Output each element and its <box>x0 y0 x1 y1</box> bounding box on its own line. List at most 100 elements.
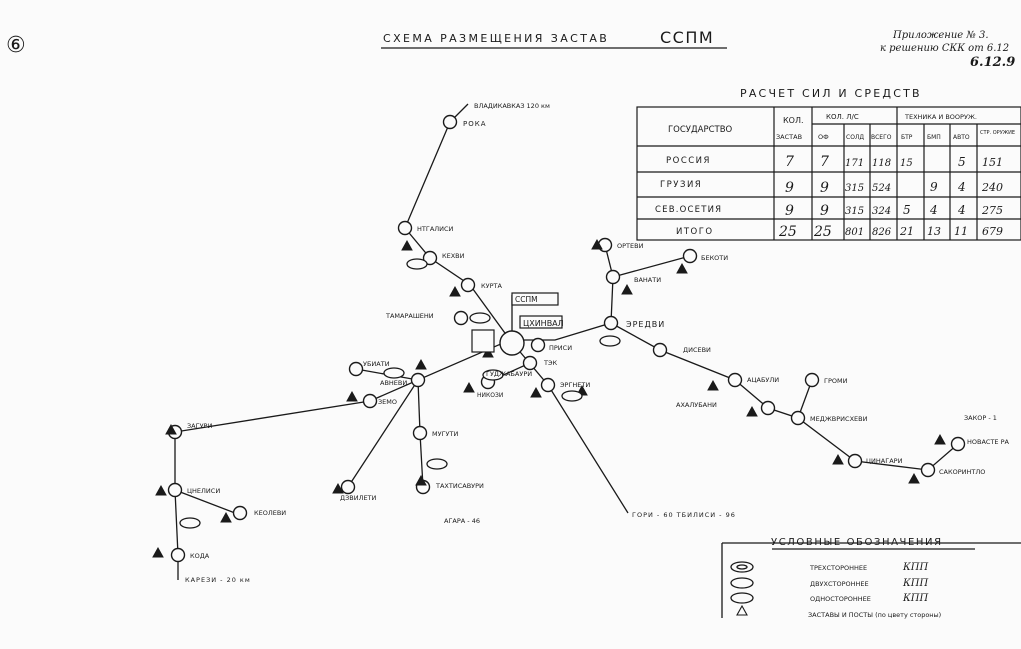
label-gori: ГОРИ - 60 ТБИЛИСИ - 96 <box>632 511 736 519</box>
town-tskhinvali <box>499 330 525 356</box>
svg-text:5: 5 <box>903 203 911 217</box>
town-sakorintlo <box>920 462 936 478</box>
table-sub-avto: АВТО <box>953 134 970 141</box>
checkpoint-markers <box>179 258 621 529</box>
label-avnevi: АВНЕВИ <box>380 379 407 387</box>
town-tek <box>522 355 538 371</box>
svg-text:679: 679 <box>982 225 1003 238</box>
label-zaguri: ЗАГУРИ <box>187 422 212 430</box>
table-row: СЕВ.ОСЕТИЯ 9 9 315 324 5 4 4 275 <box>655 203 1003 219</box>
table-sub-btr: БТР <box>901 134 913 141</box>
forces-table <box>636 106 1021 241</box>
label-eredvi: ЭРЕДВИ <box>626 320 665 329</box>
svg-text:9: 9 <box>930 180 938 194</box>
town-medzhvriskhevi <box>790 410 806 426</box>
label-kurta: КУРТА <box>481 282 502 290</box>
label-keolevi: КЕОЛЕВИ <box>254 509 286 517</box>
svg-text:524: 524 <box>872 183 891 194</box>
svg-text:826: 826 <box>872 227 892 238</box>
label-gudzhabauri: ГУДЖАБАУРИ <box>486 370 532 378</box>
table-head-ls: КОЛ. Л/С <box>826 113 859 121</box>
svg-text:151: 151 <box>982 156 1003 169</box>
svg-text:7: 7 <box>820 154 829 170</box>
svg-text:СЕВ.ОСЕТИЯ: СЕВ.ОСЕТИЯ <box>655 205 722 215</box>
sspm-flag <box>471 292 563 353</box>
svg-text:11: 11 <box>954 225 968 238</box>
svg-text:275: 275 <box>981 204 1003 217</box>
legend-item-suffix: КПП <box>902 578 928 589</box>
label-sakorintlo: САКОРИНТЛО <box>939 468 985 476</box>
town-koda <box>170 547 186 563</box>
legend: УСЛОВНЫЕ ОБОЗНАЧЕНИЯ ТРЕХСТОРОННЕЕ КПП Д… <box>721 537 1021 619</box>
label-prisi: ПРИСИ <box>549 344 572 352</box>
label-kehvi: КЕХВИ <box>442 252 465 260</box>
label-sspm: ССПМ <box>515 295 538 304</box>
svg-text:240: 240 <box>981 181 1003 194</box>
label-vanati: ВАНАТИ <box>634 276 661 284</box>
appendix-note: Приложение № 3. <box>892 30 989 41</box>
svg-text:324: 324 <box>872 206 891 217</box>
page-title: СХЕМА РАЗМЕЩЕНИЯ ЗАСТАВ <box>383 32 609 45</box>
road-network <box>174 103 959 580</box>
decision-note: к решению СКК от 6.12 <box>880 43 1009 54</box>
town-tsnelisi <box>167 482 183 498</box>
legend-item-label: ДВУХСТОРОННЕЕ <box>810 580 869 588</box>
town-avnevi <box>410 372 426 388</box>
svg-text:15: 15 <box>900 158 913 169</box>
label-muguti: МУГУТИ <box>432 430 458 438</box>
table-head-country: ГОСУДАРСТВО <box>668 125 733 135</box>
table-sub-bmp: БМП <box>927 134 941 141</box>
town-disevi <box>652 342 668 358</box>
label-ubiati: УБИАТИ <box>363 360 390 368</box>
label-disevi: ДИСЕВИ <box>683 346 711 354</box>
svg-text:4: 4 <box>929 203 938 217</box>
town-prisi <box>530 337 546 353</box>
town-ntgalisi <box>397 220 413 236</box>
svg-text:13: 13 <box>927 225 941 238</box>
decision-date: 6.12.9 <box>970 55 1015 70</box>
town-zemo <box>362 393 378 409</box>
table-row: ИТОГО 25 25 801 826 21 13 11 679 <box>676 224 1003 240</box>
svg-text:РОССИЯ: РОССИЯ <box>666 156 711 166</box>
legend-title: УСЛОВНЫЕ ОБОЗНАЧЕНИЯ <box>771 537 943 548</box>
town-roka <box>442 114 458 130</box>
label-dzvileti: ДЗВИЛЕТИ <box>340 494 377 502</box>
legend-item-suffix: КПП <box>902 593 928 604</box>
legend-item-label: ЗАСТАВЫ И ПОСТЫ (по цвету стороны) <box>808 611 941 619</box>
town-akhalubani <box>760 400 776 416</box>
label-ortevi: ОРТЕВИ <box>617 242 644 250</box>
corner-mark: ⑥ <box>6 33 26 58</box>
label-takhtisavuri: ТАХТИСАВУРИ <box>435 482 484 490</box>
svg-text:25: 25 <box>778 224 797 240</box>
svg-text:ИТОГО: ИТОГО <box>676 227 714 237</box>
table-sub-sold: СОЛД <box>846 134 864 141</box>
svg-text:9: 9 <box>820 180 829 196</box>
label-medzhvriskhevi: МЕДЖВРИСХЕВИ <box>810 415 868 423</box>
label-tamarasheni: ТАМАРАШЕНИ <box>385 312 434 320</box>
svg-text:9: 9 <box>785 203 794 219</box>
label-karezi: КАРЕЗИ - 20 км <box>185 576 251 584</box>
town-kehvi <box>422 250 438 266</box>
table-head-kol: КОЛ. <box>783 116 804 125</box>
svg-text:9: 9 <box>785 180 794 196</box>
town-tamarasheni <box>453 310 469 326</box>
town-keolevi <box>232 505 248 521</box>
label-koda: КОДА <box>190 552 210 560</box>
town-ubiati <box>348 361 364 377</box>
svg-text:25: 25 <box>813 224 832 240</box>
label-roka: РОКА <box>463 120 487 128</box>
label-ntgalisi: НТГАЛИСИ <box>417 225 454 233</box>
svg-text:7: 7 <box>785 154 794 170</box>
town-nosaste <box>950 436 966 452</box>
label-tsinagari: ЦИНАГАРИ <box>866 457 903 465</box>
table-head-zastav: ЗАСТАВ <box>776 133 802 141</box>
svg-text:315: 315 <box>845 206 864 217</box>
label-bekoti: БЕКОТИ <box>701 254 728 262</box>
svg-text:801: 801 <box>845 227 864 238</box>
town-ergneti <box>540 377 556 393</box>
town-markers <box>167 114 966 563</box>
svg-text:4: 4 <box>957 203 966 217</box>
town-muguti <box>412 425 428 441</box>
